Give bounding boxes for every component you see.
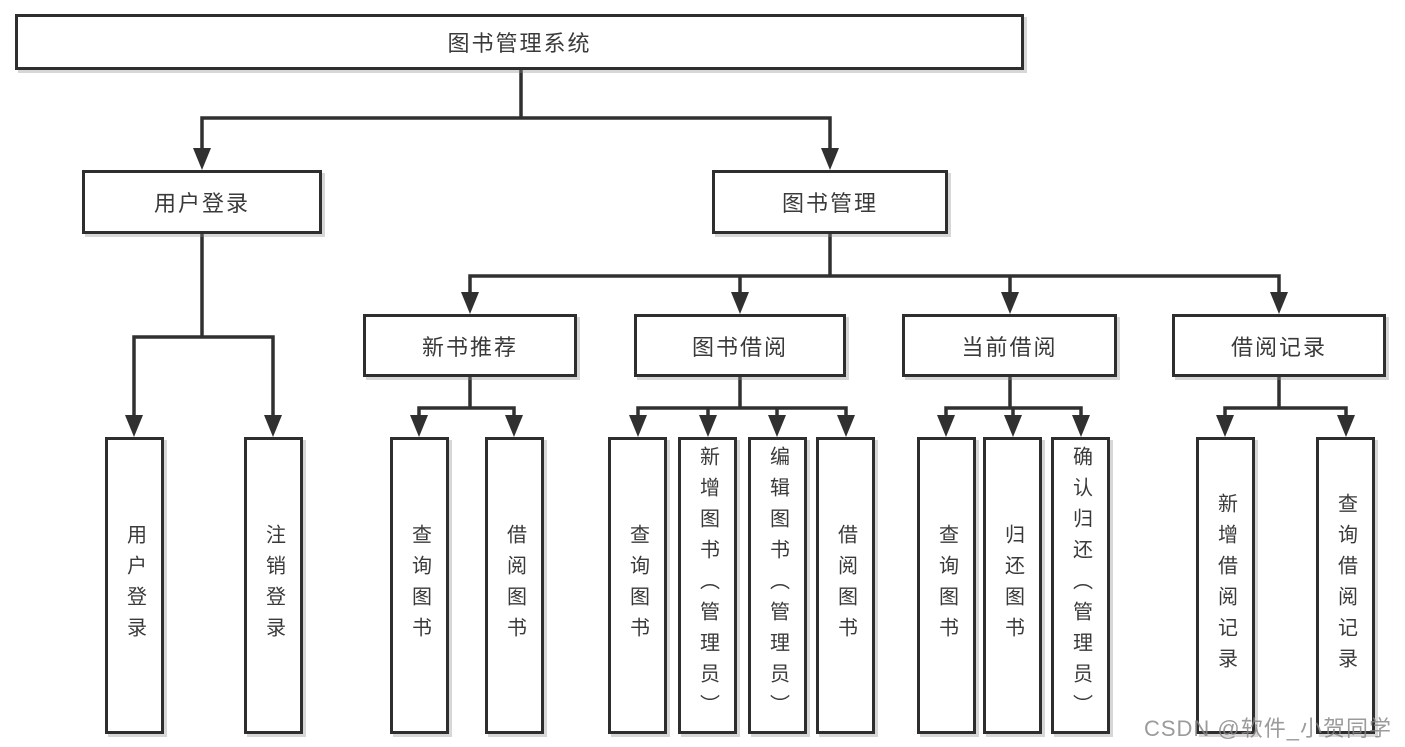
node-book-borrowing: 图书借阅	[634, 314, 846, 377]
node-user-login: 用户登录	[82, 170, 322, 234]
leaf-logout-label: 注销登录	[262, 523, 285, 648]
leaf-user-login-label: 用户登录	[123, 523, 146, 648]
leaf-return-books-label: 归还图书	[1001, 523, 1024, 648]
leaf-add-book-admin: 新增图书（管理员）	[678, 437, 737, 734]
leaf-confirm-return-admin: 确认归还（管理员）	[1051, 437, 1110, 734]
connector-current-to-leaves	[944, 377, 1083, 419]
leaf-edit-book-admin-label: 编辑图书（管理员）	[766, 446, 789, 725]
connector-newbook-to-leaves	[417, 377, 516, 419]
leaf-borrowing-query-books-label: 查询图书	[626, 523, 649, 648]
leaf-user-login: 用户登录	[105, 437, 164, 734]
connector-borrow-to-leaves	[636, 377, 848, 419]
leaf-query-borrow-record-label: 查询借阅记录	[1334, 492, 1357, 679]
arrowheads	[125, 148, 1355, 437]
connector-records-to-leaves	[1223, 377, 1348, 419]
leaf-query-borrow-record: 查询借阅记录	[1316, 437, 1375, 734]
node-book-management: 图书管理	[712, 170, 948, 234]
node-book-management-label: 图书管理	[781, 191, 878, 216]
leaf-current-query-books-label: 查询图书	[935, 523, 958, 648]
leaf-recommend-query-books: 查询图书	[390, 437, 449, 734]
csdn-watermark: CSDN @软件_小贺同学	[1143, 716, 1392, 741]
leaf-logout: 注销登录	[244, 437, 303, 734]
leaf-add-book-admin-label: 新增图书（管理员）	[696, 446, 719, 725]
node-book-borrowing-label: 图书借阅	[691, 334, 788, 360]
leaf-recommend-borrow-books-label: 借阅图书	[503, 523, 526, 648]
node-new-book-recommend: 新书推荐	[363, 314, 577, 377]
leaf-borrowing-borrow-books-label: 借阅图书	[834, 523, 857, 648]
node-borrowing-records: 借阅记录	[1172, 314, 1386, 377]
leaf-add-borrow-record: 新增借阅记录	[1196, 437, 1255, 734]
node-root-system: 图书管理系统	[15, 14, 1024, 70]
connector-root-to-level2	[200, 70, 832, 152]
leaf-edit-book-admin: 编辑图书（管理员）	[748, 437, 807, 734]
node-new-book-recommend-label: 新书推荐	[421, 334, 518, 360]
leaf-borrowing-query-books: 查询图书	[608, 437, 667, 734]
node-root-system-label: 图书管理系统	[447, 31, 592, 56]
node-borrowing-records-label: 借阅记录	[1230, 334, 1327, 360]
node-user-login-label: 用户登录	[153, 191, 250, 216]
node-current-borrowing-label: 当前借阅	[961, 334, 1058, 360]
leaf-return-books: 归还图书	[983, 437, 1042, 734]
connector-bookmgmt-to-level3	[468, 234, 1281, 296]
leaf-current-query-books: 查询图书	[917, 437, 976, 734]
leaf-confirm-return-admin-label: 确认归还（管理员）	[1069, 446, 1092, 725]
leaf-recommend-query-books-label: 查询图书	[408, 523, 431, 648]
connector-userlogin-to-leaves	[132, 234, 275, 419]
node-current-borrowing: 当前借阅	[902, 314, 1117, 377]
leaf-recommend-borrow-books: 借阅图书	[485, 437, 544, 734]
leaf-add-borrow-record-label: 新增借阅记录	[1214, 492, 1237, 679]
leaf-borrowing-borrow-books: 借阅图书	[816, 437, 875, 734]
